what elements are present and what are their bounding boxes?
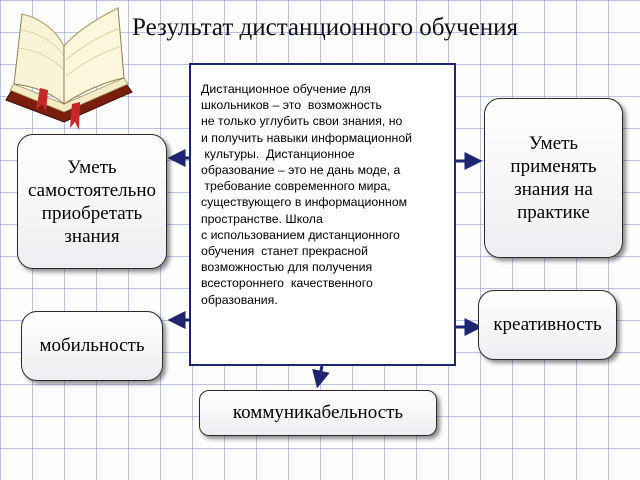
apply-knowledge-line: Уметь [528,133,579,154]
description-line: не только углубить свои знания, но [201,114,403,129]
description-line: всестороннего качественного [201,276,373,291]
self-learning-line: Уметь [67,156,117,178]
communication-box: коммуникабельность [199,390,437,436]
central-description: Дистанционное обучение для школьников – э… [189,63,456,366]
mobility-box: мобильность [21,311,163,381]
description-line: школьников – это возможность [201,98,382,113]
self-learning-line: приобретать [41,202,143,224]
description-line: с использованием дистанционного [201,227,400,242]
apply-knowledge-box: Уметь применять знания на практике [484,98,623,258]
description-line: пространстве. Школа [201,211,323,226]
description-line: Дистанционное обучение для [201,82,371,96]
apply-knowledge-line: применять [510,156,597,177]
description-line: обучения станет прекрасной [201,244,368,259]
self-learning-line: знания [64,225,120,247]
description-line: возможностью для получения [201,260,373,275]
description-line: существующего в информационном [201,195,408,210]
description-line: культуры. Дистанционное [201,146,355,161]
arrow-to-communication [312,365,330,389]
description-line: и получить навыки информационной [201,130,413,145]
self-learning-line: самостоятельно [27,179,156,201]
description-line: образование – это не дань моде, а [201,163,401,178]
description-line: требование современного мира, [201,179,391,194]
open-book-icon [5,7,133,130]
creativity-box: креативность [478,290,617,360]
page-title: Результат дистанционного обучения [132,14,518,41]
apply-knowledge-line: практике [517,202,590,223]
self-learning-box: Уметь самостоятельно приобретать знания [17,134,167,269]
description-line: образования. [201,292,278,307]
apply-knowledge-line: знания на [514,179,593,200]
